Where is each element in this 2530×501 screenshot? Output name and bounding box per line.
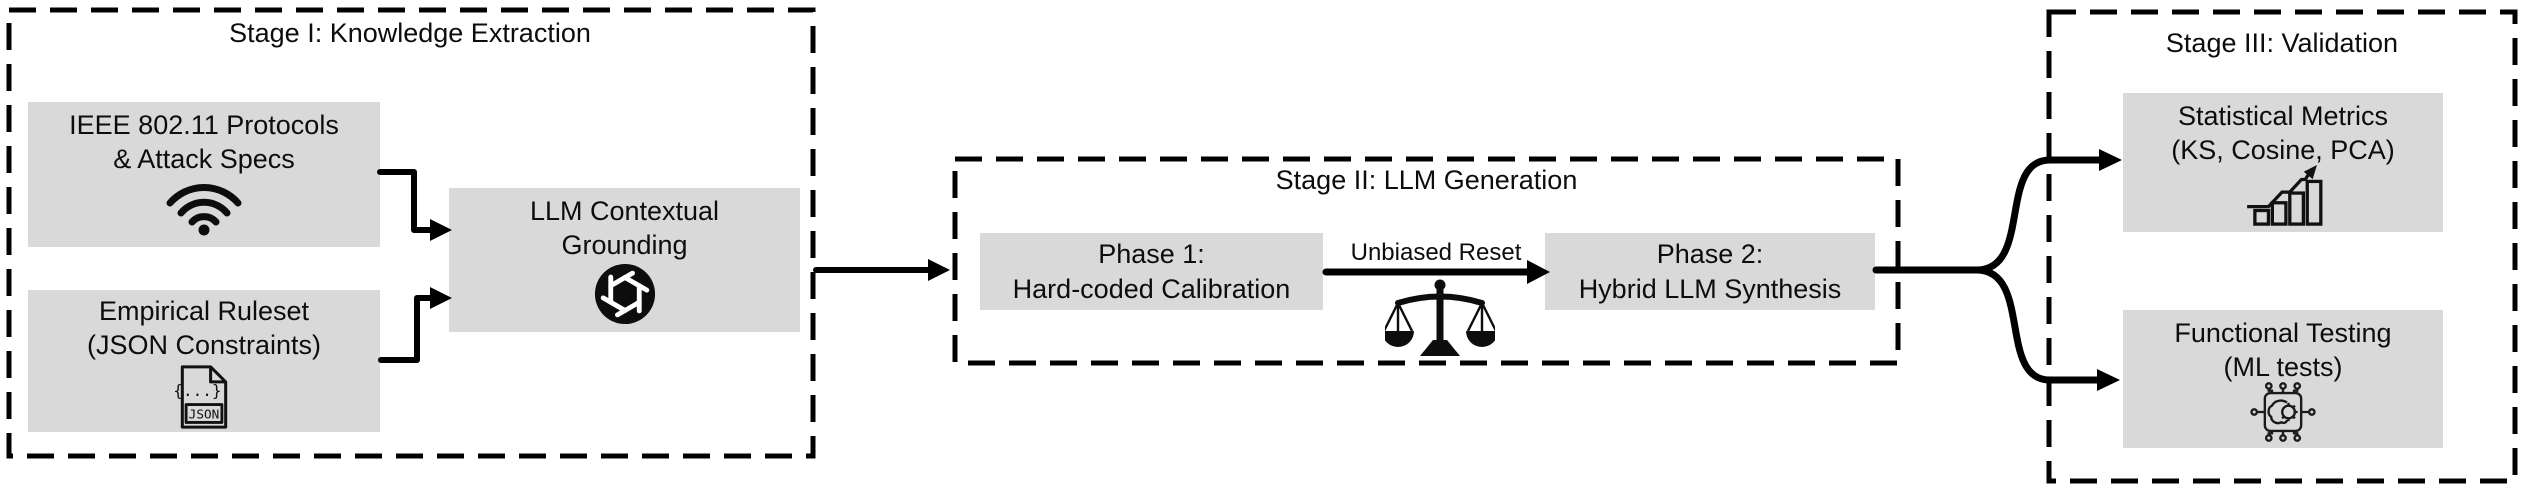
node-functional-line1: Functional Testing: [2174, 318, 2392, 348]
node-phase1-line1: Phase 1:: [1098, 238, 1205, 269]
node-ieee-line2: & Attack Specs: [113, 144, 295, 174]
node-phase-2: Phase 2: Hybrid LLM Synthesis: [1545, 233, 1875, 310]
json-braces-glyph: {...}: [175, 381, 222, 400]
node-ruleset-line2: (JSON Constraints): [86, 330, 322, 360]
balance-scales-icon: [1382, 278, 1498, 360]
node-ruleset-line1: Empirical Ruleset: [98, 296, 310, 326]
node-grounding-line1: LLM Contextual: [529, 196, 720, 226]
node-ieee-line1: IEEE 802.11 Protocols: [69, 110, 339, 140]
json-label-glyph: JSON: [189, 407, 220, 422]
node-empirical-ruleset: Empirical Ruleset (JSON Constraints) {..…: [28, 290, 380, 432]
node-functional-testing: Functional Testing (ML tests): [2123, 310, 2443, 448]
stage-1-title: Stage I: Knowledge Extraction: [229, 18, 591, 48]
json-file-icon: {...} JSON: [173, 365, 228, 429]
node-grounding-line2: Grounding: [561, 230, 688, 260]
arrowhead-to-stage2: [928, 259, 950, 281]
node-functional-line2: (ML tests): [2223, 352, 2343, 382]
node-phase2-line2: Hybrid LLM Synthesis: [1578, 273, 1842, 304]
node-statistical-metrics: Statistical Metrics (KS, Cosine, PCA): [2123, 93, 2443, 232]
wifi-icon: [166, 183, 242, 236]
node-statistical-line1: Statistical Metrics: [2177, 101, 2389, 131]
node-phase1-line2: Hard-coded Calibration: [1012, 273, 1291, 304]
growth-chart-icon: [2247, 164, 2323, 226]
stage-3-title: Stage III: Validation: [2165, 28, 2399, 58]
node-ieee-protocols: IEEE 802.11 Protocols & Attack Specs: [28, 102, 380, 247]
node-phase2-line1: Phase 2:: [1656, 238, 1764, 269]
stage-2-title: Stage II: LLM Generation: [1275, 165, 1578, 195]
node-statistical-line2: (KS, Cosine, PCA): [2171, 135, 2395, 165]
node-llm-contextual-grounding: LLM Contextual Grounding: [449, 188, 800, 332]
openai-logo-icon: [594, 263, 655, 325]
ai-chip-icon: [2250, 382, 2316, 442]
node-phase-1: Phase 1: Hard-coded Calibration: [980, 233, 1323, 310]
